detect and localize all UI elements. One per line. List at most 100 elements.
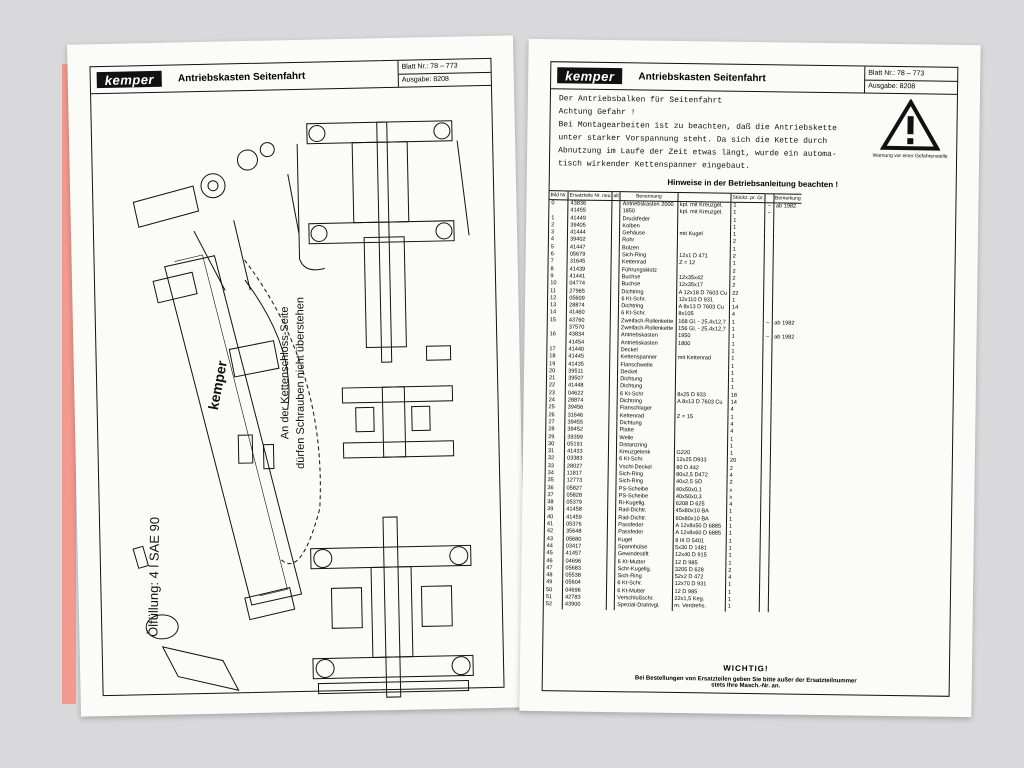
table-cell bbox=[608, 441, 617, 450]
right-page: kemper Antriebskasten Seitenfahrt Blatt … bbox=[519, 38, 981, 718]
table-cell bbox=[606, 573, 616, 581]
warning-sign: Warnung vor einer Gefahrenstelle bbox=[870, 98, 951, 160]
wichtig: WICHTIG! bbox=[723, 663, 769, 674]
table-cell bbox=[608, 419, 618, 428]
table-cell bbox=[762, 414, 771, 423]
table-cell bbox=[611, 200, 621, 209]
table-cell: – bbox=[763, 334, 772, 342]
table-cell: 49 bbox=[546, 579, 553, 586]
table-cell: 7 bbox=[550, 258, 554, 265]
table-cell bbox=[606, 602, 615, 610]
table-cell bbox=[607, 529, 616, 537]
table-cell: 10 bbox=[550, 280, 557, 287]
table-cell: Spezial-Drahtvgl. bbox=[614, 602, 672, 611]
table-cell bbox=[606, 558, 616, 566]
table-cell bbox=[764, 268, 773, 277]
exploded-drawing: kemper Ölfüllung: 4 l SAE 90 An der Kett… bbox=[91, 85, 504, 698]
kemper-logo: kemper bbox=[557, 67, 623, 85]
table-cell bbox=[611, 208, 621, 216]
table-cell: mit Kettenrad bbox=[675, 355, 729, 364]
table-header-cell: Bild Nr. bbox=[549, 190, 569, 200]
table-cell bbox=[760, 553, 769, 561]
table-cell: – bbox=[765, 202, 774, 211]
table-cell bbox=[760, 531, 769, 539]
table-cell: 1 bbox=[551, 214, 555, 221]
table-header-cell: Bemerkung bbox=[773, 193, 802, 204]
table-header-cell: Stückz. pr. Gr. bbox=[730, 193, 766, 203]
table-cell: – bbox=[763, 319, 772, 328]
table-cell: ab 1982 bbox=[771, 320, 800, 328]
table-cell bbox=[607, 522, 616, 530]
warning-label: Warnung vor einer Gefahrenstelle bbox=[872, 152, 948, 160]
table-cell bbox=[607, 485, 617, 494]
table-cell bbox=[607, 507, 616, 515]
table-cell bbox=[610, 274, 620, 282]
table-cell bbox=[607, 536, 616, 545]
table-cell bbox=[762, 422, 771, 430]
table-cell bbox=[610, 317, 619, 326]
table-cell bbox=[609, 339, 619, 348]
table-cell bbox=[760, 509, 770, 518]
hinweis: Hinweise in der Betriebsanleitung beacht… bbox=[667, 177, 839, 190]
table-cell bbox=[767, 604, 796, 613]
joint-parts bbox=[132, 545, 240, 692]
table-cell bbox=[765, 217, 774, 226]
table-cell bbox=[608, 412, 618, 421]
table-cell bbox=[609, 390, 618, 399]
table-cell: – bbox=[765, 210, 774, 218]
table-cell bbox=[608, 463, 617, 472]
table-cell bbox=[759, 589, 769, 598]
table-cell bbox=[609, 361, 618, 369]
table-cell bbox=[611, 230, 620, 238]
table-cell bbox=[609, 383, 618, 391]
table-cell: 18 bbox=[549, 353, 556, 360]
table-cell bbox=[606, 551, 616, 559]
table-cell bbox=[610, 332, 619, 340]
table-cell bbox=[761, 487, 770, 496]
table-cell bbox=[761, 451, 771, 459]
chain-note-2: dürfen Schrauben nicht überstehen bbox=[294, 297, 307, 469]
table-cell bbox=[760, 538, 769, 547]
table-cell bbox=[764, 254, 773, 262]
table-cell bbox=[607, 492, 617, 501]
table-cell bbox=[760, 560, 769, 569]
table-cell: 46 bbox=[546, 557, 553, 564]
table-cell: 12x40 D 915 bbox=[672, 552, 727, 561]
table-cell bbox=[608, 405, 618, 413]
table-cell bbox=[763, 327, 772, 335]
chain-path bbox=[244, 259, 321, 565]
table-cell: 0 bbox=[551, 200, 555, 207]
table-cell bbox=[606, 580, 615, 588]
table-cell: 52 bbox=[545, 601, 553, 608]
table-cell bbox=[608, 456, 617, 464]
table-cell: 1 bbox=[725, 604, 760, 612]
table-cell: 39 bbox=[547, 506, 554, 513]
table-cell bbox=[611, 259, 620, 267]
table-cell bbox=[762, 371, 772, 379]
beam-logo: kemper bbox=[205, 359, 230, 411]
table-cell: 43900 bbox=[562, 601, 607, 610]
table-cell bbox=[762, 407, 771, 415]
table-cell bbox=[763, 312, 772, 321]
right-ausgabe: Ausgabe: 8208 bbox=[868, 82, 916, 91]
table-cell bbox=[764, 232, 774, 240]
table-cell bbox=[764, 261, 773, 269]
table-cell: 25 bbox=[548, 404, 555, 411]
table-cell bbox=[762, 385, 771, 394]
section-view-middle bbox=[341, 385, 455, 459]
table-cell: 29 bbox=[548, 433, 555, 440]
table-cell bbox=[607, 514, 616, 523]
table-cell bbox=[606, 587, 615, 596]
left-frame: kemper Antriebskasten Seitenfahrt Blatt … bbox=[89, 57, 505, 698]
table-cell: 42 bbox=[546, 528, 554, 535]
table-cell bbox=[606, 595, 615, 603]
table-cell bbox=[759, 597, 768, 605]
table-cell: 36 bbox=[547, 484, 554, 491]
table-cell bbox=[610, 310, 619, 318]
table-cell bbox=[764, 239, 773, 248]
table-cell bbox=[762, 392, 771, 401]
footer-note: WICHTIG! Bei Bestellungen von Ersatzteil… bbox=[543, 661, 949, 692]
right-header: kemper Antriebskasten Seitenfahrt Blatt … bbox=[551, 62, 958, 95]
table-cell bbox=[762, 429, 771, 437]
table-cell: ab 1982 bbox=[771, 334, 800, 343]
